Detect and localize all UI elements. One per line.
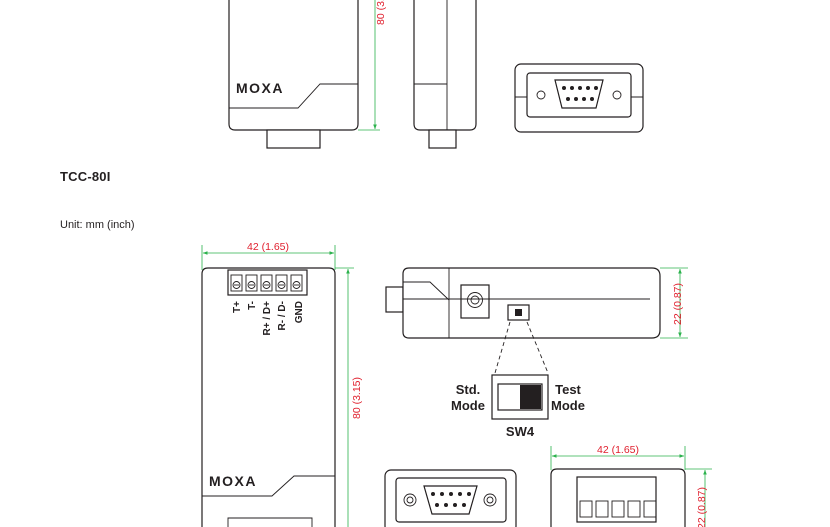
- terminal-end-view: [550, 468, 686, 527]
- terminal-label-tplus: T+: [232, 301, 243, 313]
- terminal-label-rminus: R- / D-: [277, 301, 288, 330]
- switch-name: SW4: [506, 424, 535, 439]
- switch-detail: Std. Mode Test Mode SW4: [451, 321, 585, 439]
- top-height-label: 80 (3.15): [375, 0, 387, 25]
- top-connector-view: [514, 63, 644, 133]
- front-height-label: 80 (3.15): [351, 377, 363, 419]
- side-view: [385, 267, 661, 339]
- bottom-height-label: 22 (0.87): [696, 487, 708, 527]
- test-mode-line2: Mode: [551, 398, 585, 413]
- bottom-width-label: 42 (1.65): [597, 444, 639, 456]
- front-view: T+ T- R+ / D+ R- / D- GND MOXA: [201, 267, 336, 527]
- std-mode-line2: Mode: [451, 398, 485, 413]
- side-height-label: 22 (0.87): [672, 283, 684, 325]
- front-height-dimension: 80 (3.15): [335, 267, 363, 527]
- bottom-height-dimension: 22 (0.87): [685, 468, 712, 527]
- front-width-label: 42 (1.65): [247, 241, 289, 253]
- terminal-label-rplus: R+ / D+: [262, 301, 273, 336]
- terminal-screws: [230, 274, 303, 292]
- product-title: TCC-80I: [60, 169, 111, 184]
- front-moxa-logo: MOXA: [209, 473, 257, 489]
- top-side-view: [413, 0, 477, 149]
- terminal-label-tminus: T-: [247, 301, 258, 310]
- top-height-dimension: 80 (3.15): [358, 0, 387, 131]
- unit-note: Unit: mm (inch): [60, 219, 135, 231]
- side-height-dimension: 22 (0.87): [660, 267, 688, 339]
- top-front-view: MOXA: [228, 0, 359, 149]
- terminal-width-dimension: 42 (1.65): [550, 444, 686, 470]
- test-mode-line1: Test: [555, 382, 581, 397]
- std-mode-line1: Std.: [456, 382, 481, 397]
- db9-end-view: [384, 469, 517, 527]
- front-width-dimension: 42 (1.65): [201, 241, 336, 270]
- top-moxa-logo: MOXA: [236, 80, 284, 96]
- terminal-label-gnd: GND: [294, 301, 305, 323]
